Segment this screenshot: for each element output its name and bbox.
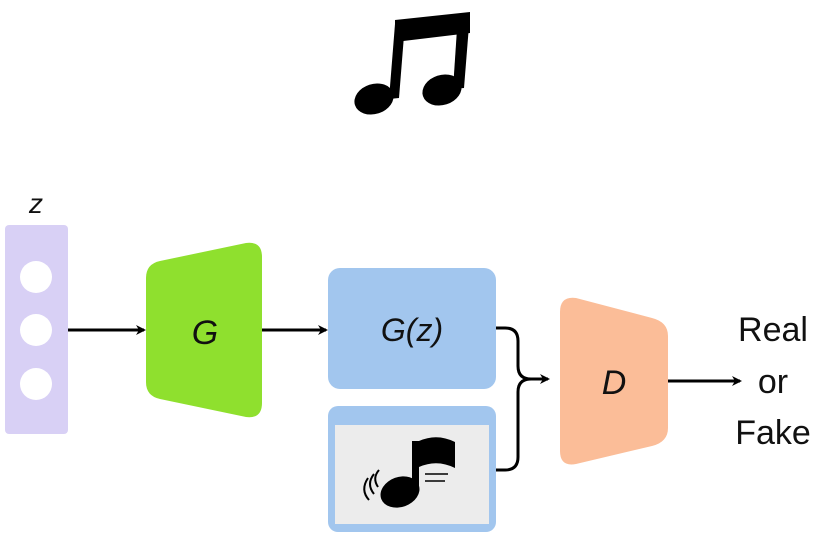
latent-node <box>20 261 52 293</box>
output-label-line2: or <box>758 363 788 401</box>
generator-label: G <box>192 314 218 352</box>
music-note-flag-icon <box>363 437 455 508</box>
connector-real-to-d <box>496 374 550 472</box>
generated-sample-label: G(z) <box>381 312 443 348</box>
latent-node <box>20 314 52 346</box>
output-label-line3: Fake <box>735 414 811 452</box>
output-label: Real or Fake <box>735 311 811 452</box>
output-label-line1: Real <box>738 311 808 349</box>
latent-node <box>20 368 52 400</box>
discriminator-label: D <box>602 364 627 402</box>
latent-label: z <box>28 188 43 219</box>
generator-block <box>146 242 262 418</box>
generated-sample-box <box>328 268 496 389</box>
latent-vector <box>5 225 68 434</box>
discriminator-block <box>560 297 668 465</box>
beamed-eighth-notes-icon <box>354 12 470 115</box>
connector-gz-to-d <box>496 326 548 381</box>
